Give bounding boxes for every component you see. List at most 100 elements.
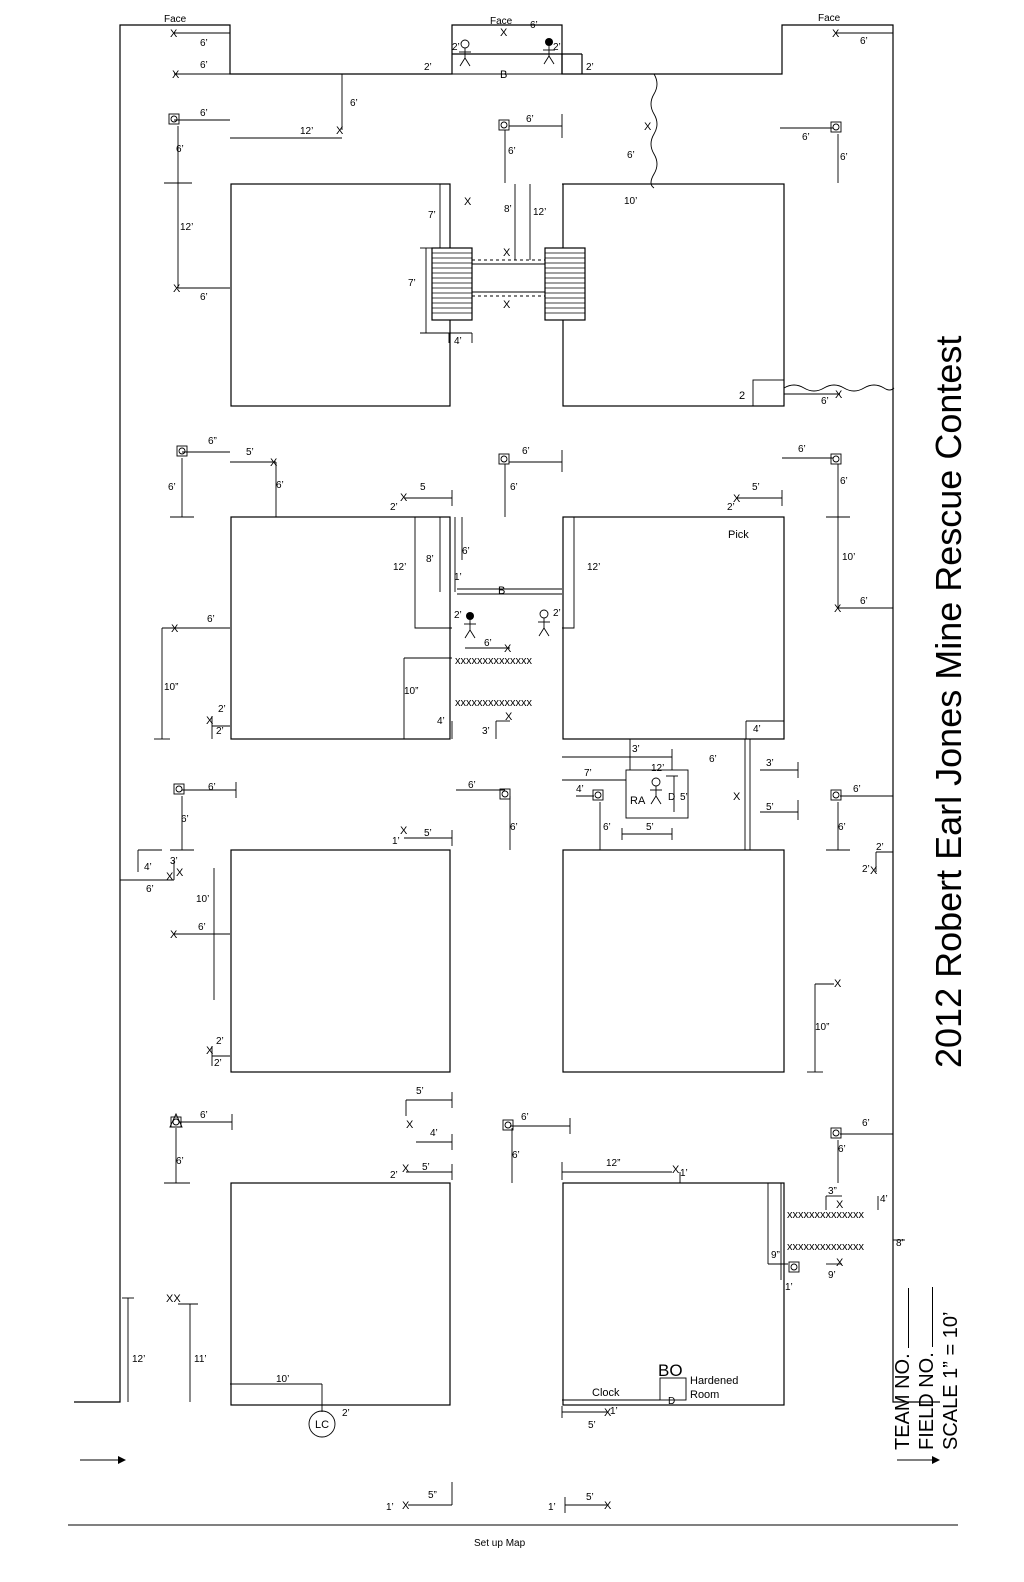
- svg-text:X: X: [835, 389, 843, 401]
- dimension-labels: 6’ 6’ 6’ 6’ 2’ 2’ 2’ 2’ B 6’ 12’ 6’ 6’ 12’ 6’ 6’ 6…: [132, 20, 904, 1513]
- svg-text:5’: 5’: [680, 792, 688, 803]
- svg-text:3’: 3’: [482, 726, 490, 737]
- svg-text:6’: 6’: [200, 108, 208, 119]
- svg-text:2’: 2’: [390, 1170, 398, 1181]
- svg-text:6’: 6’: [522, 446, 530, 457]
- svg-text:2’: 2’: [452, 42, 460, 53]
- svg-text:5’: 5’: [424, 828, 432, 839]
- svg-text:XX: XX: [166, 1293, 181, 1305]
- svg-text:12’: 12’: [587, 562, 600, 573]
- svg-text:xxxxxxxxxxxxxx: xxxxxxxxxxxxxx: [787, 1209, 865, 1221]
- svg-text:8’: 8’: [504, 204, 512, 215]
- svg-text:2’: 2’: [214, 1058, 222, 1069]
- svg-text:D: D: [668, 1396, 675, 1407]
- svg-text:10’: 10’: [276, 1374, 289, 1385]
- svg-text:6’: 6’: [200, 1110, 208, 1121]
- svg-text:4’: 4’: [576, 784, 584, 795]
- face-label-center: Face: [490, 16, 513, 27]
- svg-text:X: X: [206, 715, 214, 727]
- svg-text:X: X: [836, 1199, 844, 1211]
- svg-text:6”: 6”: [208, 436, 217, 447]
- svg-text:6’: 6’: [508, 146, 516, 157]
- entry-arrows: [80, 1456, 940, 1464]
- svg-text:1’: 1’: [610, 1406, 618, 1417]
- svg-text:X: X: [406, 1119, 414, 1131]
- svg-text:5’: 5’: [646, 822, 654, 833]
- svg-text:5’: 5’: [586, 1492, 594, 1503]
- svg-text:X: X: [834, 978, 842, 990]
- svg-text:6’: 6’: [510, 482, 518, 493]
- svg-text:RA: RA: [630, 795, 646, 807]
- scale-value: 1” = 10’: [940, 1311, 962, 1379]
- svg-text:X: X: [505, 711, 513, 723]
- svg-text:6’: 6’: [350, 98, 358, 109]
- lc-circle: [308, 1410, 336, 1438]
- svg-text:5”: 5”: [428, 1490, 437, 1501]
- svg-text:9’: 9’: [828, 1270, 836, 1281]
- svg-text:9”: 9”: [771, 1250, 780, 1261]
- svg-text:6’: 6’: [521, 1112, 529, 1123]
- svg-text:6’: 6’: [181, 814, 189, 825]
- svg-text:6’: 6’: [838, 1144, 846, 1155]
- map-title: 2012 Robert Earl Jones Mine Rescue Conte…: [928, 335, 969, 1068]
- svg-text:6’: 6’: [838, 822, 846, 833]
- svg-text:1’: 1’: [454, 572, 462, 583]
- svg-text:Clock: Clock: [592, 1387, 620, 1399]
- svg-text:6’: 6’: [840, 152, 848, 163]
- svg-text:6’: 6’: [200, 38, 208, 49]
- svg-text:2’: 2’: [727, 502, 735, 513]
- svg-text:X: X: [836, 1257, 844, 1269]
- svg-text:X: X: [832, 28, 840, 40]
- svg-text:11’: 11’: [194, 1354, 207, 1365]
- svg-text:6’: 6’: [176, 1156, 184, 1167]
- svg-text:X: X: [503, 299, 511, 311]
- svg-text:5’: 5’: [588, 1420, 596, 1431]
- svg-text:X: X: [504, 643, 512, 655]
- svg-text:12’: 12’: [300, 126, 313, 137]
- svg-text:2’: 2’: [390, 502, 398, 513]
- field-number-field: FIELD NO.: [916, 1286, 939, 1450]
- svg-text:X: X: [604, 1500, 612, 1512]
- svg-text:5’: 5’: [752, 482, 760, 493]
- svg-text:X: X: [604, 1407, 612, 1419]
- svg-text:2’: 2’: [586, 62, 594, 73]
- svg-text:2’: 2’: [218, 704, 226, 715]
- svg-text:3’: 3’: [766, 758, 774, 769]
- svg-text:7’: 7’: [408, 278, 416, 289]
- svg-text:12’: 12’: [533, 207, 546, 218]
- svg-text:2’: 2’: [342, 1408, 350, 1419]
- svg-text:5’: 5’: [246, 447, 254, 458]
- svg-text:2’: 2’: [862, 864, 870, 875]
- svg-text:5’: 5’: [416, 1086, 424, 1097]
- persons: [459, 38, 662, 805]
- svg-text:X: X: [400, 492, 408, 504]
- svg-text:3”: 3”: [828, 1186, 837, 1197]
- svg-text:Hardened: Hardened: [690, 1375, 738, 1387]
- roof-fall-lines: [650, 73, 895, 392]
- svg-text:X: X: [733, 493, 741, 505]
- svg-text:X: X: [644, 121, 652, 133]
- svg-text:X: X: [870, 865, 878, 877]
- team-number-field: TEAM NO.: [892, 1287, 915, 1450]
- svg-text:BO: BO: [658, 1361, 683, 1380]
- svg-text:6’: 6’: [853, 784, 861, 795]
- svg-text:X: X: [402, 1163, 410, 1175]
- svg-text:6’: 6’: [462, 546, 470, 557]
- team-label: TEAM NO.: [892, 1353, 914, 1450]
- scale-label: SCALE: [940, 1384, 962, 1450]
- outer-walls: [74, 24, 940, 1403]
- svg-text:2’: 2’: [216, 1036, 224, 1047]
- svg-text:2’: 2’: [553, 42, 561, 53]
- svg-text:B: B: [500, 69, 507, 81]
- svg-text:6’: 6’: [198, 922, 206, 933]
- svg-text:3’: 3’: [632, 744, 640, 755]
- svg-text:4’: 4’: [753, 724, 761, 735]
- svg-text:X: X: [176, 867, 184, 879]
- svg-text:X: X: [336, 125, 344, 137]
- scale-field: SCALE 1” = 10’: [940, 1312, 963, 1450]
- svg-text:LC: LC: [315, 1419, 329, 1431]
- svg-text:2’: 2’: [876, 842, 884, 853]
- svg-text:Pick: Pick: [728, 529, 749, 541]
